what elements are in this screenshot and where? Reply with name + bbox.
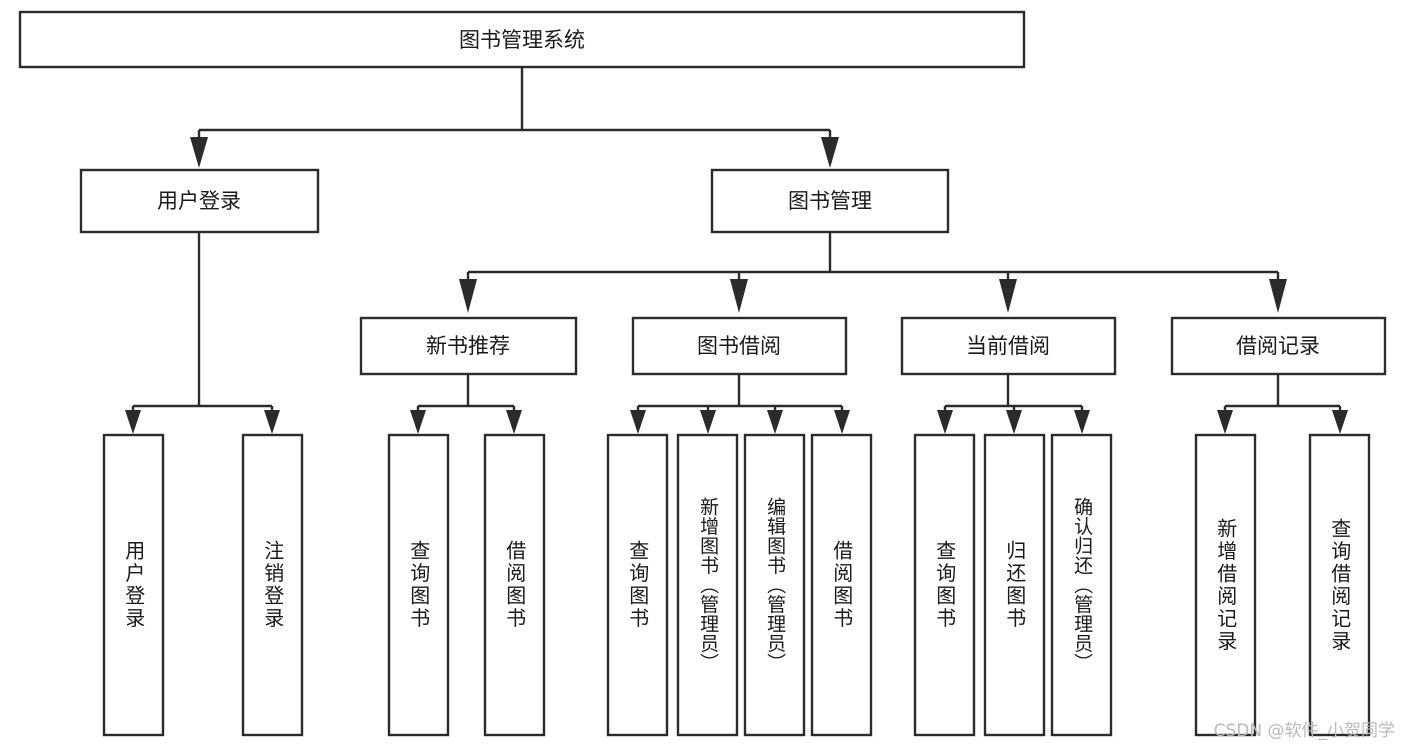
node-user-login[interactable]: 用户登录 xyxy=(79,168,320,234)
node-book-borrow-label: 图书借阅 xyxy=(697,334,781,358)
arrow-borrow-leaf-1 xyxy=(630,410,646,434)
arrow-recommend-leaf-1 xyxy=(410,410,426,434)
arrow-bookmgmt-child-1 xyxy=(459,279,477,313)
arrow-bookmgmt-child-3 xyxy=(999,279,1017,313)
node-user-login-label: 用户登录 xyxy=(157,189,241,213)
arrow-bookmgmt-child-4 xyxy=(1269,279,1287,313)
leaf-box-user-login-1[interactable] xyxy=(102,433,165,737)
leaf-box-current-1[interactable] xyxy=(913,433,976,737)
arrow-current-leaf-1 xyxy=(937,410,953,434)
leaf-box-borrow-1[interactable] xyxy=(606,433,669,737)
leaf-box-current-3[interactable] xyxy=(1050,433,1113,737)
arrow-current-leaf-3 xyxy=(1074,410,1090,434)
node-new-book-recommend[interactable]: 新书推荐 xyxy=(359,316,578,376)
leaf-box-recommend-2[interactable] xyxy=(483,433,546,737)
node-root-system-label: 图书管理系统 xyxy=(459,28,585,52)
node-borrow-record[interactable]: 借阅记录 xyxy=(1170,316,1387,376)
leaf-box-borrow-3[interactable] xyxy=(743,433,806,737)
leaf-box-user-login-2[interactable] xyxy=(241,433,304,737)
leaf-box-recommend-1[interactable] xyxy=(387,433,450,737)
node-new-book-recommend-label: 新书推荐 xyxy=(426,334,510,358)
arrow-root-to-login xyxy=(190,137,208,168)
node-book-management[interactable]: 图书管理 xyxy=(710,168,950,234)
arrow-recommend-leaf-2 xyxy=(506,410,522,434)
arrow-record-leaf-1 xyxy=(1217,410,1233,434)
leaf-box-record-2[interactable] xyxy=(1308,433,1371,737)
arrow-borrow-leaf-3 xyxy=(767,410,783,434)
arrow-root-to-bookmgmt xyxy=(821,137,839,168)
arrow-login-leaf-1 xyxy=(125,410,141,434)
leaf-box-borrow-2[interactable] xyxy=(676,433,739,737)
node-book-management-label: 图书管理 xyxy=(788,189,872,213)
csdn-watermark: CSDN @软件_小贺同学 xyxy=(1213,721,1395,741)
node-current-borrow-label: 当前借阅 xyxy=(966,334,1050,358)
node-borrow-record-label: 借阅记录 xyxy=(1236,334,1320,358)
arrow-borrow-leaf-2 xyxy=(700,410,716,434)
node-current-borrow[interactable]: 当前借阅 xyxy=(900,316,1117,376)
arrow-borrow-leaf-4 xyxy=(834,410,850,434)
arrow-record-leaf-2 xyxy=(1332,410,1348,434)
leaf-box-current-2[interactable] xyxy=(983,433,1046,737)
node-root-system[interactable]: 图书管理系统 xyxy=(18,10,1026,69)
arrow-login-leaf-2 xyxy=(264,410,280,434)
node-book-borrow[interactable]: 图书借阅 xyxy=(631,316,848,376)
leaf-box-record-1[interactable] xyxy=(1194,433,1257,737)
arrow-bookmgmt-child-2 xyxy=(730,279,748,313)
arrow-current-leaf-2 xyxy=(1006,410,1022,434)
leaf-box-borrow-4[interactable] xyxy=(810,433,873,737)
